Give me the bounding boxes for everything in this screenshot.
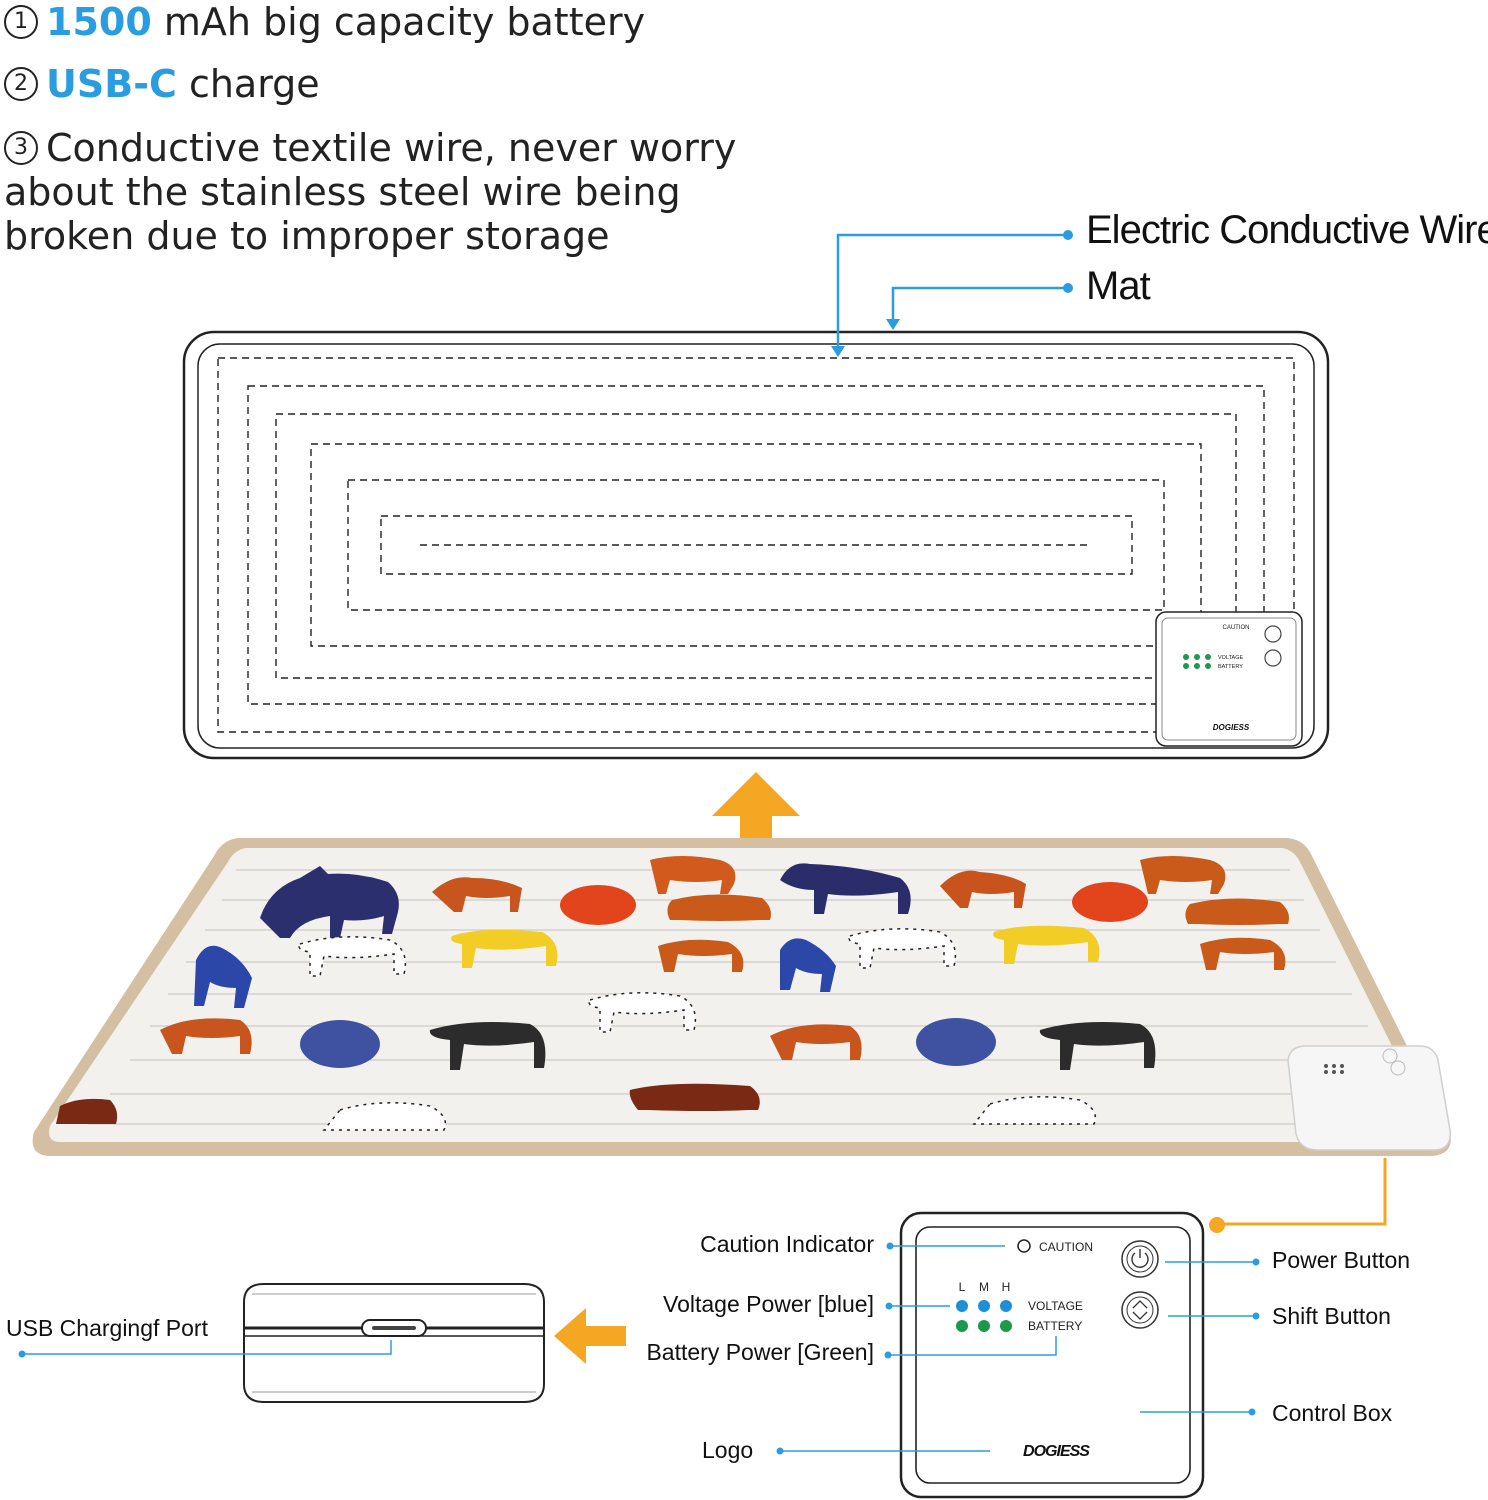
mini-brand-logo: DOGIESS — [1213, 723, 1250, 732]
label-voltage-power: Voltage Power [blue] — [663, 1291, 874, 1317]
level-h: H — [1002, 1280, 1011, 1294]
caution-led — [1017, 1239, 1031, 1253]
mat-diagram: CAUTION VOLTAGE BATTERY DOGIESS — [182, 330, 1330, 760]
feature-text: Conductive textile wire, never worry abo… — [4, 126, 737, 258]
label-power-button: Power Button — [1272, 1247, 1411, 1273]
level-m: M — [979, 1280, 989, 1294]
label-electric-conductive-wire: Electric Conductive Wire — [1086, 208, 1488, 252]
usb-side-view — [243, 1283, 545, 1403]
battery-label: BATTERY — [1028, 1319, 1082, 1333]
photo-control-box — [1287, 1045, 1451, 1151]
voltage-label: VOLTAGE — [1028, 1299, 1083, 1313]
feature-text: mAh big capacity battery — [151, 0, 646, 44]
feature-highlight: USB-C — [46, 62, 177, 106]
mini-voltage-label: VOLTAGE — [1218, 655, 1243, 661]
level-l: L — [959, 1280, 966, 1294]
battery-leds — [956, 1320, 1012, 1332]
mat-photo — [32, 838, 1451, 1156]
power-button[interactable] — [1121, 1240, 1159, 1278]
orange-connector — [1218, 1158, 1387, 1226]
feature-highlight: 1500 — [46, 0, 152, 44]
shift-arrows-icon — [1132, 1300, 1148, 1320]
dog-pattern — [56, 856, 1289, 1131]
label-shift-button: Shift Button — [1272, 1303, 1391, 1329]
label-logo: Logo — [702, 1437, 754, 1463]
callout-lines-top — [831, 230, 1073, 357]
conductive-wire-pattern — [217, 357, 1295, 733]
callout-lines-box — [780, 1245, 1256, 1452]
orange-left-arrow — [554, 1308, 626, 1364]
mini-battery-label: BATTERY — [1218, 664, 1243, 670]
feature-number: 3 — [4, 130, 38, 165]
mini-leds — [1183, 654, 1211, 669]
feature-number: 2 — [4, 66, 38, 101]
label-mat: Mat — [1086, 264, 1151, 308]
brand-logo: DOGIESS — [1023, 1443, 1090, 1460]
feature-text: charge — [176, 62, 320, 106]
caution-label: CAUTION — [1039, 1240, 1093, 1254]
label-battery-power: Battery Power [Green] — [646, 1339, 874, 1365]
mini-caution-label: CAUTION — [1223, 625, 1250, 631]
orange-up-arrow — [712, 772, 800, 890]
mini-control-box — [1155, 611, 1303, 747]
label-caution-indicator: Caution Indicator — [700, 1231, 874, 1257]
label-control-box: Control Box — [1272, 1400, 1393, 1426]
label-usb-charging-port: USB Chargingf Port — [6, 1315, 208, 1341]
usb-callout-line — [22, 1340, 392, 1355]
feature-number: 1 — [4, 4, 38, 39]
voltage-leds — [956, 1300, 1012, 1312]
shift-button[interactable] — [1121, 1291, 1159, 1329]
power-icon — [1131, 1252, 1149, 1268]
